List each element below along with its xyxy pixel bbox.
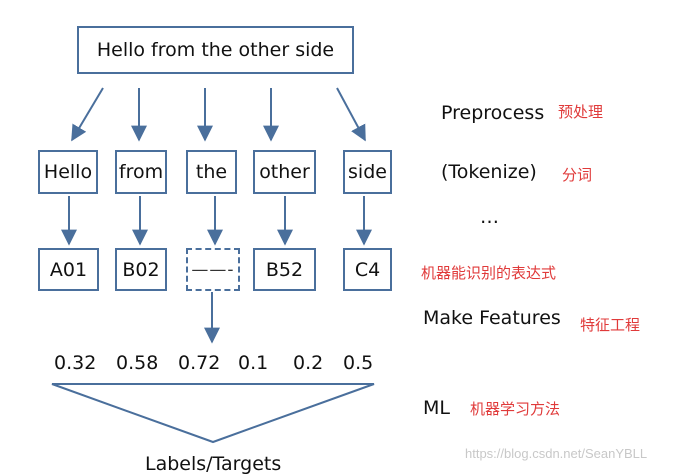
step-tokenize: (Tokenize) bbox=[441, 161, 537, 183]
token-box: from bbox=[115, 150, 167, 194]
step-make-features-zh: 特征工程 bbox=[580, 316, 641, 334]
feature-box-unknown: ——- bbox=[186, 248, 240, 291]
ml-funnel bbox=[51, 383, 375, 444]
output-label: Labels/Targets bbox=[145, 453, 282, 475]
feature-box: B02 bbox=[115, 248, 167, 291]
feature-box: B52 bbox=[253, 248, 316, 291]
token-box: the bbox=[186, 150, 237, 194]
step-ml-zh: 机器学习方法 bbox=[470, 400, 561, 418]
arrow-sentence-to-side bbox=[336, 87, 366, 142]
sentence-box: Hello from the other side bbox=[77, 26, 354, 74]
value-label: 0.72 bbox=[178, 352, 221, 374]
step-make-features: Make Features bbox=[423, 307, 561, 329]
step-ml: ML bbox=[423, 397, 450, 419]
feature-box: A01 bbox=[38, 248, 99, 291]
value-label: 0.58 bbox=[116, 352, 159, 374]
watermark: https://blog.csdn.net/SeanYBLL bbox=[465, 446, 648, 461]
value-label: 0.32 bbox=[54, 352, 97, 374]
step-tokenize-zh: 分词 bbox=[562, 166, 593, 184]
value-label: 0.1 bbox=[238, 352, 269, 374]
value-label: 0.2 bbox=[293, 352, 324, 374]
feature-box: C4 bbox=[343, 248, 392, 291]
features-annotation-zh: 机器能识别的表达式 bbox=[421, 264, 557, 282]
token-box: side bbox=[343, 150, 392, 194]
value-label: 0.5 bbox=[343, 352, 374, 374]
token-box: other bbox=[253, 150, 316, 194]
arrow-sentence-to-hello bbox=[71, 87, 104, 142]
step-preprocess: Preprocess bbox=[441, 102, 545, 124]
token-box: Hello bbox=[38, 150, 98, 194]
step-preprocess-zh: 预处理 bbox=[558, 103, 604, 121]
step-ellipsis: … bbox=[480, 206, 499, 228]
